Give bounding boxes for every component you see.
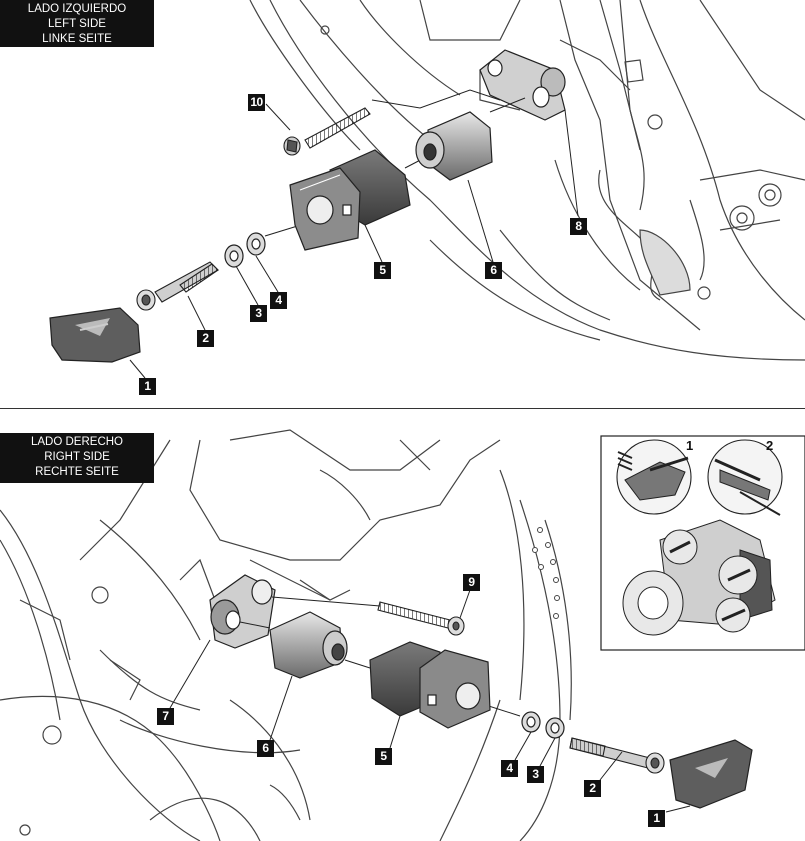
callout-3-top: 3 [250,305,267,322]
callout-4-top: 4 [270,292,287,309]
callout-8-top: 8 [570,218,587,235]
spacer-6-top [415,111,493,181]
callout-7-bottom: 7 [157,708,174,725]
slider-body-5-bottom [369,641,491,729]
callout-3-bottom: 3 [527,766,544,783]
slider-body-5-top [289,149,411,251]
right-side-label: LADO DERECHO RIGHT SIDE RECHTE SEITE [0,433,154,483]
callout-2-bottom: 2 [584,780,601,797]
callout-5-bottom: 5 [375,748,392,765]
left-side-label: LADO IZQUIERDO LEFT SIDE LINKE SEITE [0,0,154,47]
brake-disc-holes [532,527,560,619]
bracket-7 [209,574,276,649]
callout-6-bottom: 6 [257,740,274,757]
inset-step-1: 1 [686,438,694,453]
callout-10-top: 10 [248,94,265,111]
section-divider [0,408,805,409]
callout-5-top: 5 [374,262,391,279]
end-cap-1-bottom [669,739,753,809]
label-line-en: RIGHT SIDE [44,451,110,463]
label-line-en: LEFT SIDE [48,18,106,30]
spacer-6-bottom [269,611,348,679]
label-line-es: LADO IZQUIERDO [27,3,127,15]
bolt-10 [283,107,371,156]
leader-lines-top [129,103,579,379]
end-cap-1-top [49,307,141,363]
callout-4-bottom: 4 [501,760,518,777]
motorcycle-right-background [0,429,572,841]
callout-6-top: 6 [485,262,502,279]
inset-step-2: 2 [766,438,774,453]
motorcycle-left-background [249,0,805,361]
bolt-2-top [136,261,219,311]
label-line-de: RECHTE SEITE [35,466,119,478]
detail-inset [600,435,805,651]
leader-lines-bottom [169,589,691,813]
label-line-es: LADO DERECHO [30,436,124,448]
label-line-de: LINKE SEITE [42,33,112,45]
callout-1-top: 1 [139,378,156,395]
bracket-8 [479,49,566,121]
callout-1-bottom: 1 [648,810,665,827]
washers-bottom [521,711,565,739]
callout-2-top: 2 [197,330,214,347]
bolt-2-bottom [569,737,665,774]
callout-9-bottom: 9 [463,574,480,591]
bolt-9 [377,601,465,636]
washers-top [224,232,266,268]
